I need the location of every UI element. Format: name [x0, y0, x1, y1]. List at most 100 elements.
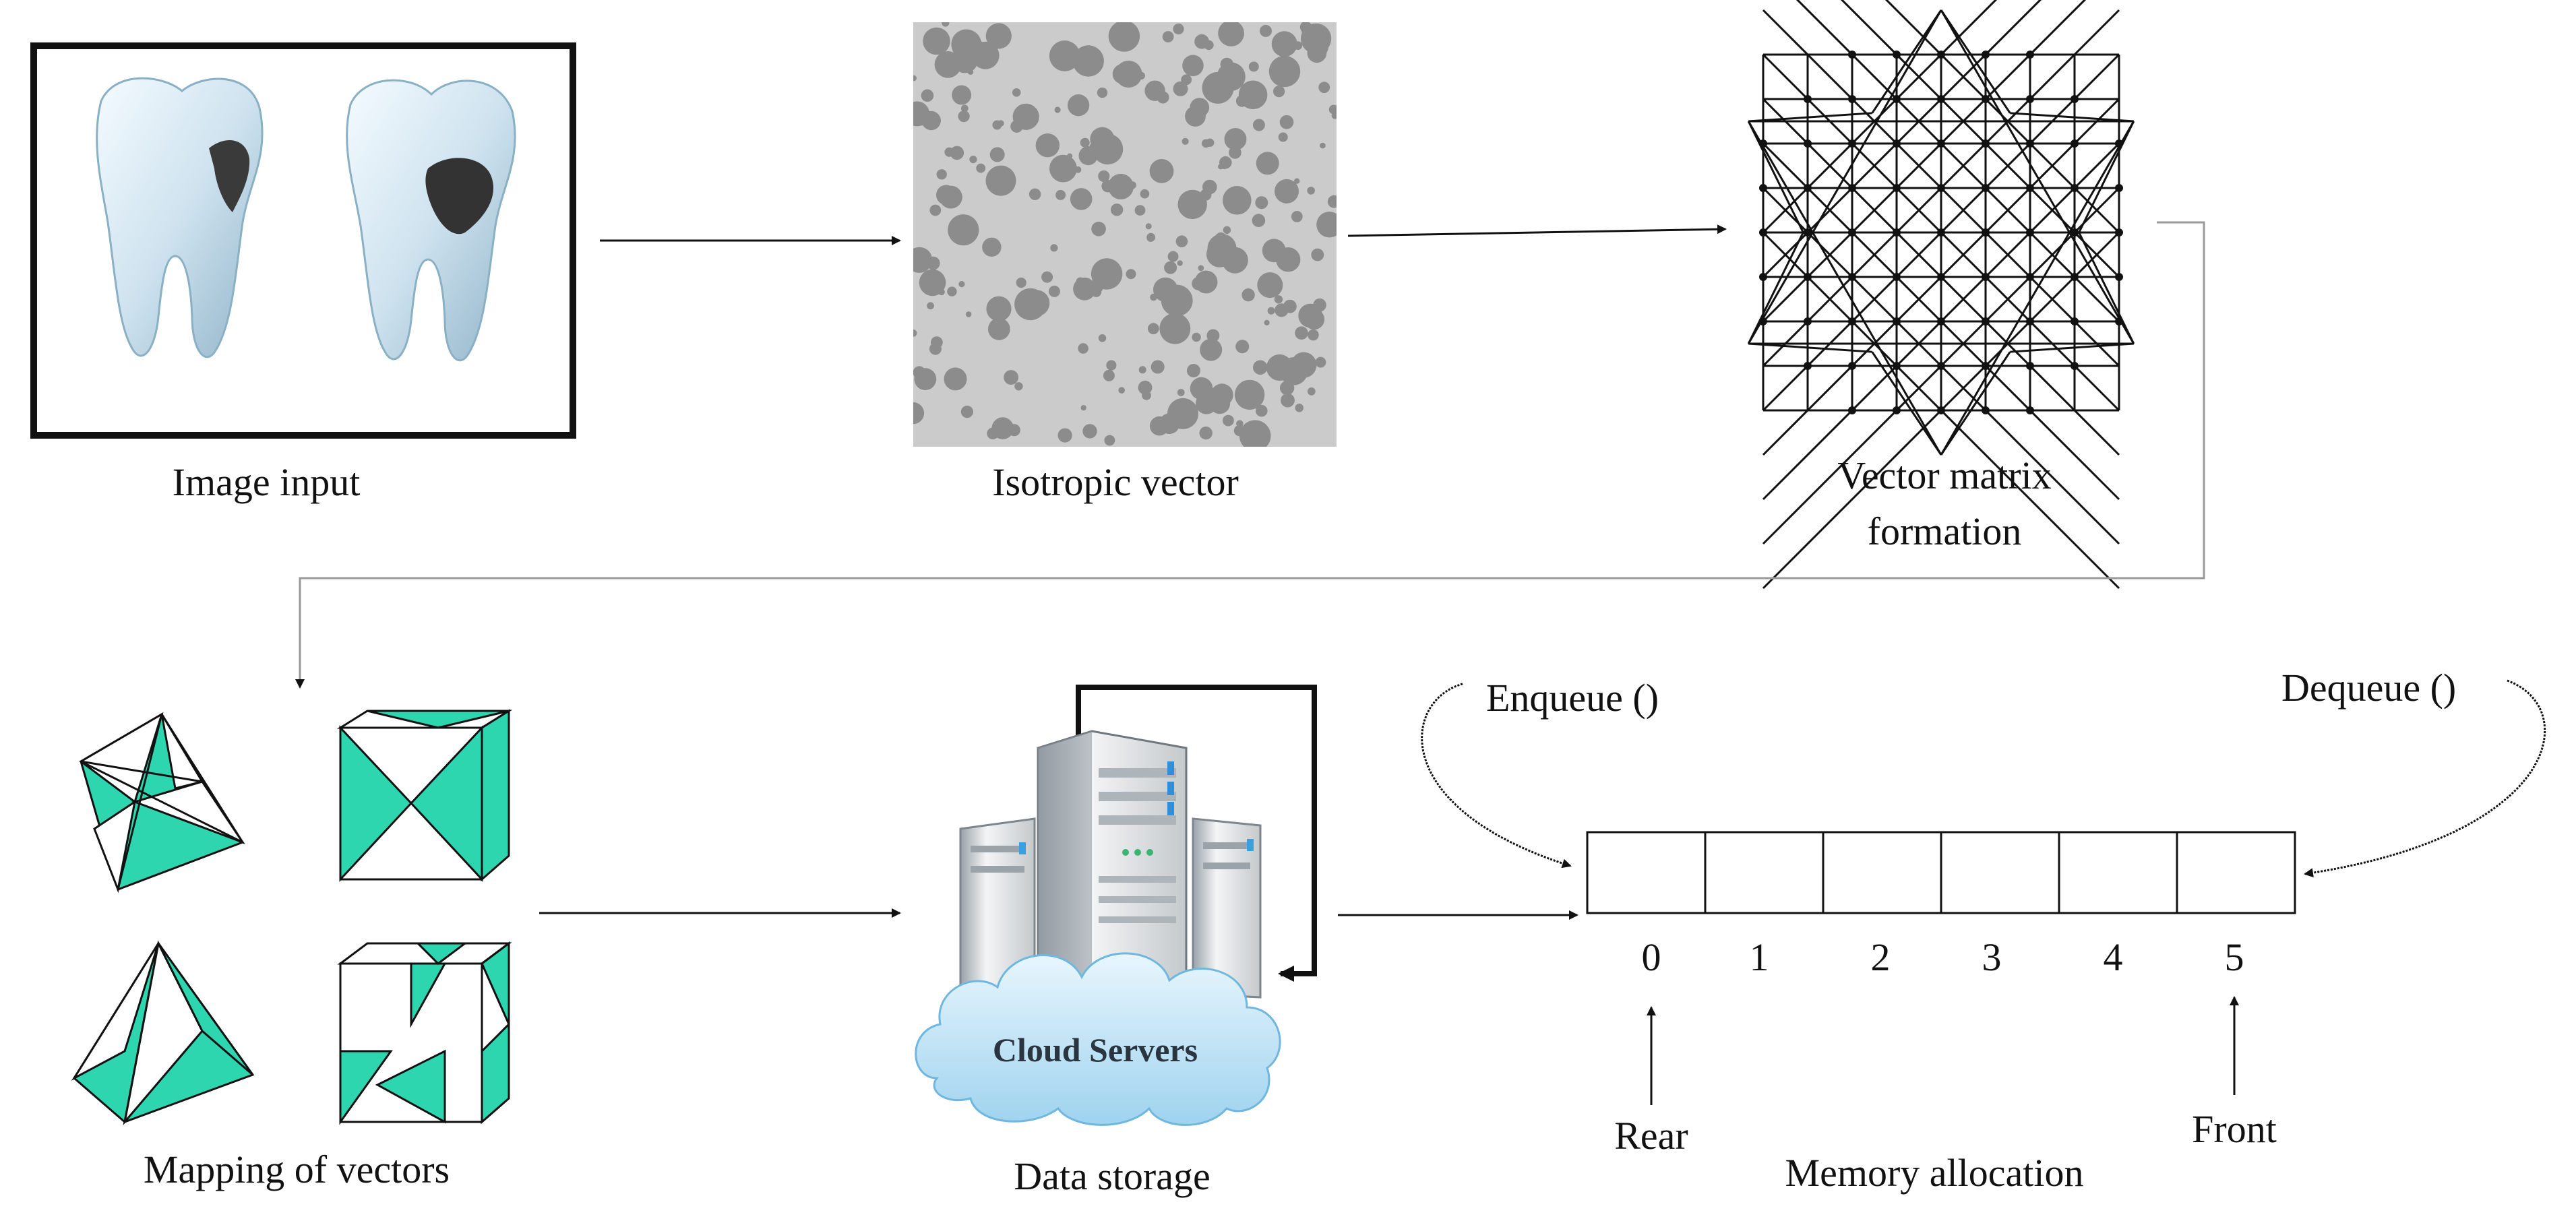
- dot: [1110, 203, 1124, 216]
- enqueue-label: Enqueue (): [1486, 676, 1659, 720]
- queue-index-4: 4: [2104, 935, 2123, 979]
- lattice-node: [1982, 362, 1990, 370]
- dot: [1206, 138, 1215, 147]
- dot: [1082, 424, 1097, 439]
- lattice-node: [1759, 139, 1767, 148]
- dot: [986, 296, 1012, 321]
- rear-label: Rear: [1614, 1114, 1688, 1158]
- dot: [1182, 200, 1192, 210]
- dot: [1267, 307, 1275, 315]
- dot: [939, 185, 962, 209]
- dot: [1049, 40, 1080, 71]
- dot: [1108, 173, 1134, 199]
- dot: [1254, 121, 1260, 127]
- dot: [1223, 186, 1252, 215]
- dot: [958, 111, 970, 123]
- dot: [1273, 86, 1285, 98]
- dot: [965, 311, 972, 317]
- dot: [1217, 404, 1225, 412]
- queue-indices: 0 1 2 3 4 5: [1642, 935, 2244, 979]
- dot: [989, 147, 1005, 162]
- dot: [1177, 189, 1207, 220]
- lattice-node: [2115, 228, 2123, 237]
- dot: [1239, 420, 1271, 447]
- dot: [1256, 404, 1268, 417]
- dot: [1327, 195, 1337, 208]
- dot: [1224, 128, 1247, 150]
- dot: [991, 417, 1014, 439]
- dot: [1316, 212, 1337, 238]
- lattice-node: [2026, 273, 2034, 281]
- image-input-node: [30, 42, 576, 439]
- dot: [1118, 387, 1125, 394]
- dot: [1004, 370, 1018, 385]
- dot: [1218, 22, 1244, 46]
- vector-matrix-lattice: [1747, 0, 2135, 590]
- lattice-node: [1893, 406, 1901, 414]
- dot: [1199, 427, 1213, 440]
- lattice-node: [1804, 273, 1812, 281]
- lattice-node: [2026, 51, 2034, 59]
- dot: [913, 402, 925, 425]
- dot: [1281, 393, 1295, 408]
- dot: [944, 147, 954, 157]
- server-main-icon: [1037, 730, 1188, 1015]
- dot: [1049, 154, 1077, 183]
- dot: [1291, 211, 1303, 222]
- dot: [1108, 22, 1140, 52]
- dot: [1010, 120, 1023, 133]
- octahedron-shape: [79, 712, 245, 893]
- dot: [987, 318, 1010, 340]
- dot: [1232, 254, 1246, 268]
- dot: [1014, 111, 1025, 123]
- cloud-icon: [915, 952, 1281, 1126]
- dot: [1223, 226, 1231, 234]
- lattice-node: [2071, 139, 2079, 148]
- memory-allocation-label: Memory allocation: [1785, 1151, 2084, 1195]
- lattice-line: [2010, 342, 2134, 353]
- dot: [913, 75, 917, 82]
- queue-index-3: 3: [1982, 935, 2002, 979]
- mapping-of-vectors-node: [71, 709, 513, 1126]
- lattice-node: [1893, 51, 1901, 59]
- lattice-node: [1804, 95, 1812, 103]
- lattice-node: [1893, 362, 1901, 370]
- enqueue-arrow: [1421, 683, 1572, 869]
- dot: [1308, 329, 1319, 341]
- dot: [1266, 354, 1293, 381]
- dot: [992, 120, 1002, 130]
- lattice-node: [1848, 95, 1856, 103]
- dot: [1151, 360, 1165, 374]
- dot: [1318, 82, 1330, 94]
- dot: [1162, 31, 1174, 42]
- dot: [1271, 31, 1297, 57]
- dot: [913, 330, 917, 337]
- front-label: Front: [2192, 1107, 2277, 1151]
- lattice-node: [1982, 139, 1990, 148]
- dot: [921, 89, 934, 102]
- dot: [1157, 91, 1169, 104]
- lattice-node: [1759, 317, 1767, 325]
- lattice-node: [2071, 273, 2079, 281]
- lattice-node: [1937, 95, 1945, 103]
- dot: [950, 146, 964, 160]
- dot: [1241, 288, 1255, 302]
- dot: [1177, 389, 1185, 396]
- dot: [1050, 244, 1058, 252]
- dot: [1262, 160, 1273, 170]
- dot: [1159, 313, 1191, 344]
- dot: [1054, 106, 1061, 113]
- queue-index-2: 2: [1871, 935, 1891, 979]
- dot: [1214, 390, 1229, 406]
- dequeue-label: Dequeue (): [2281, 666, 2456, 710]
- dot: [1320, 142, 1326, 149]
- dot: [1055, 189, 1066, 200]
- lattice-node: [1893, 273, 1901, 281]
- dot: [1257, 272, 1283, 299]
- dot: [930, 336, 943, 348]
- dot: [1307, 387, 1316, 396]
- lattice-node: [1759, 184, 1767, 192]
- dot: [1067, 94, 1090, 117]
- dot: [1202, 179, 1217, 195]
- vector-matrix-label-line2: formation: [1868, 509, 2022, 553]
